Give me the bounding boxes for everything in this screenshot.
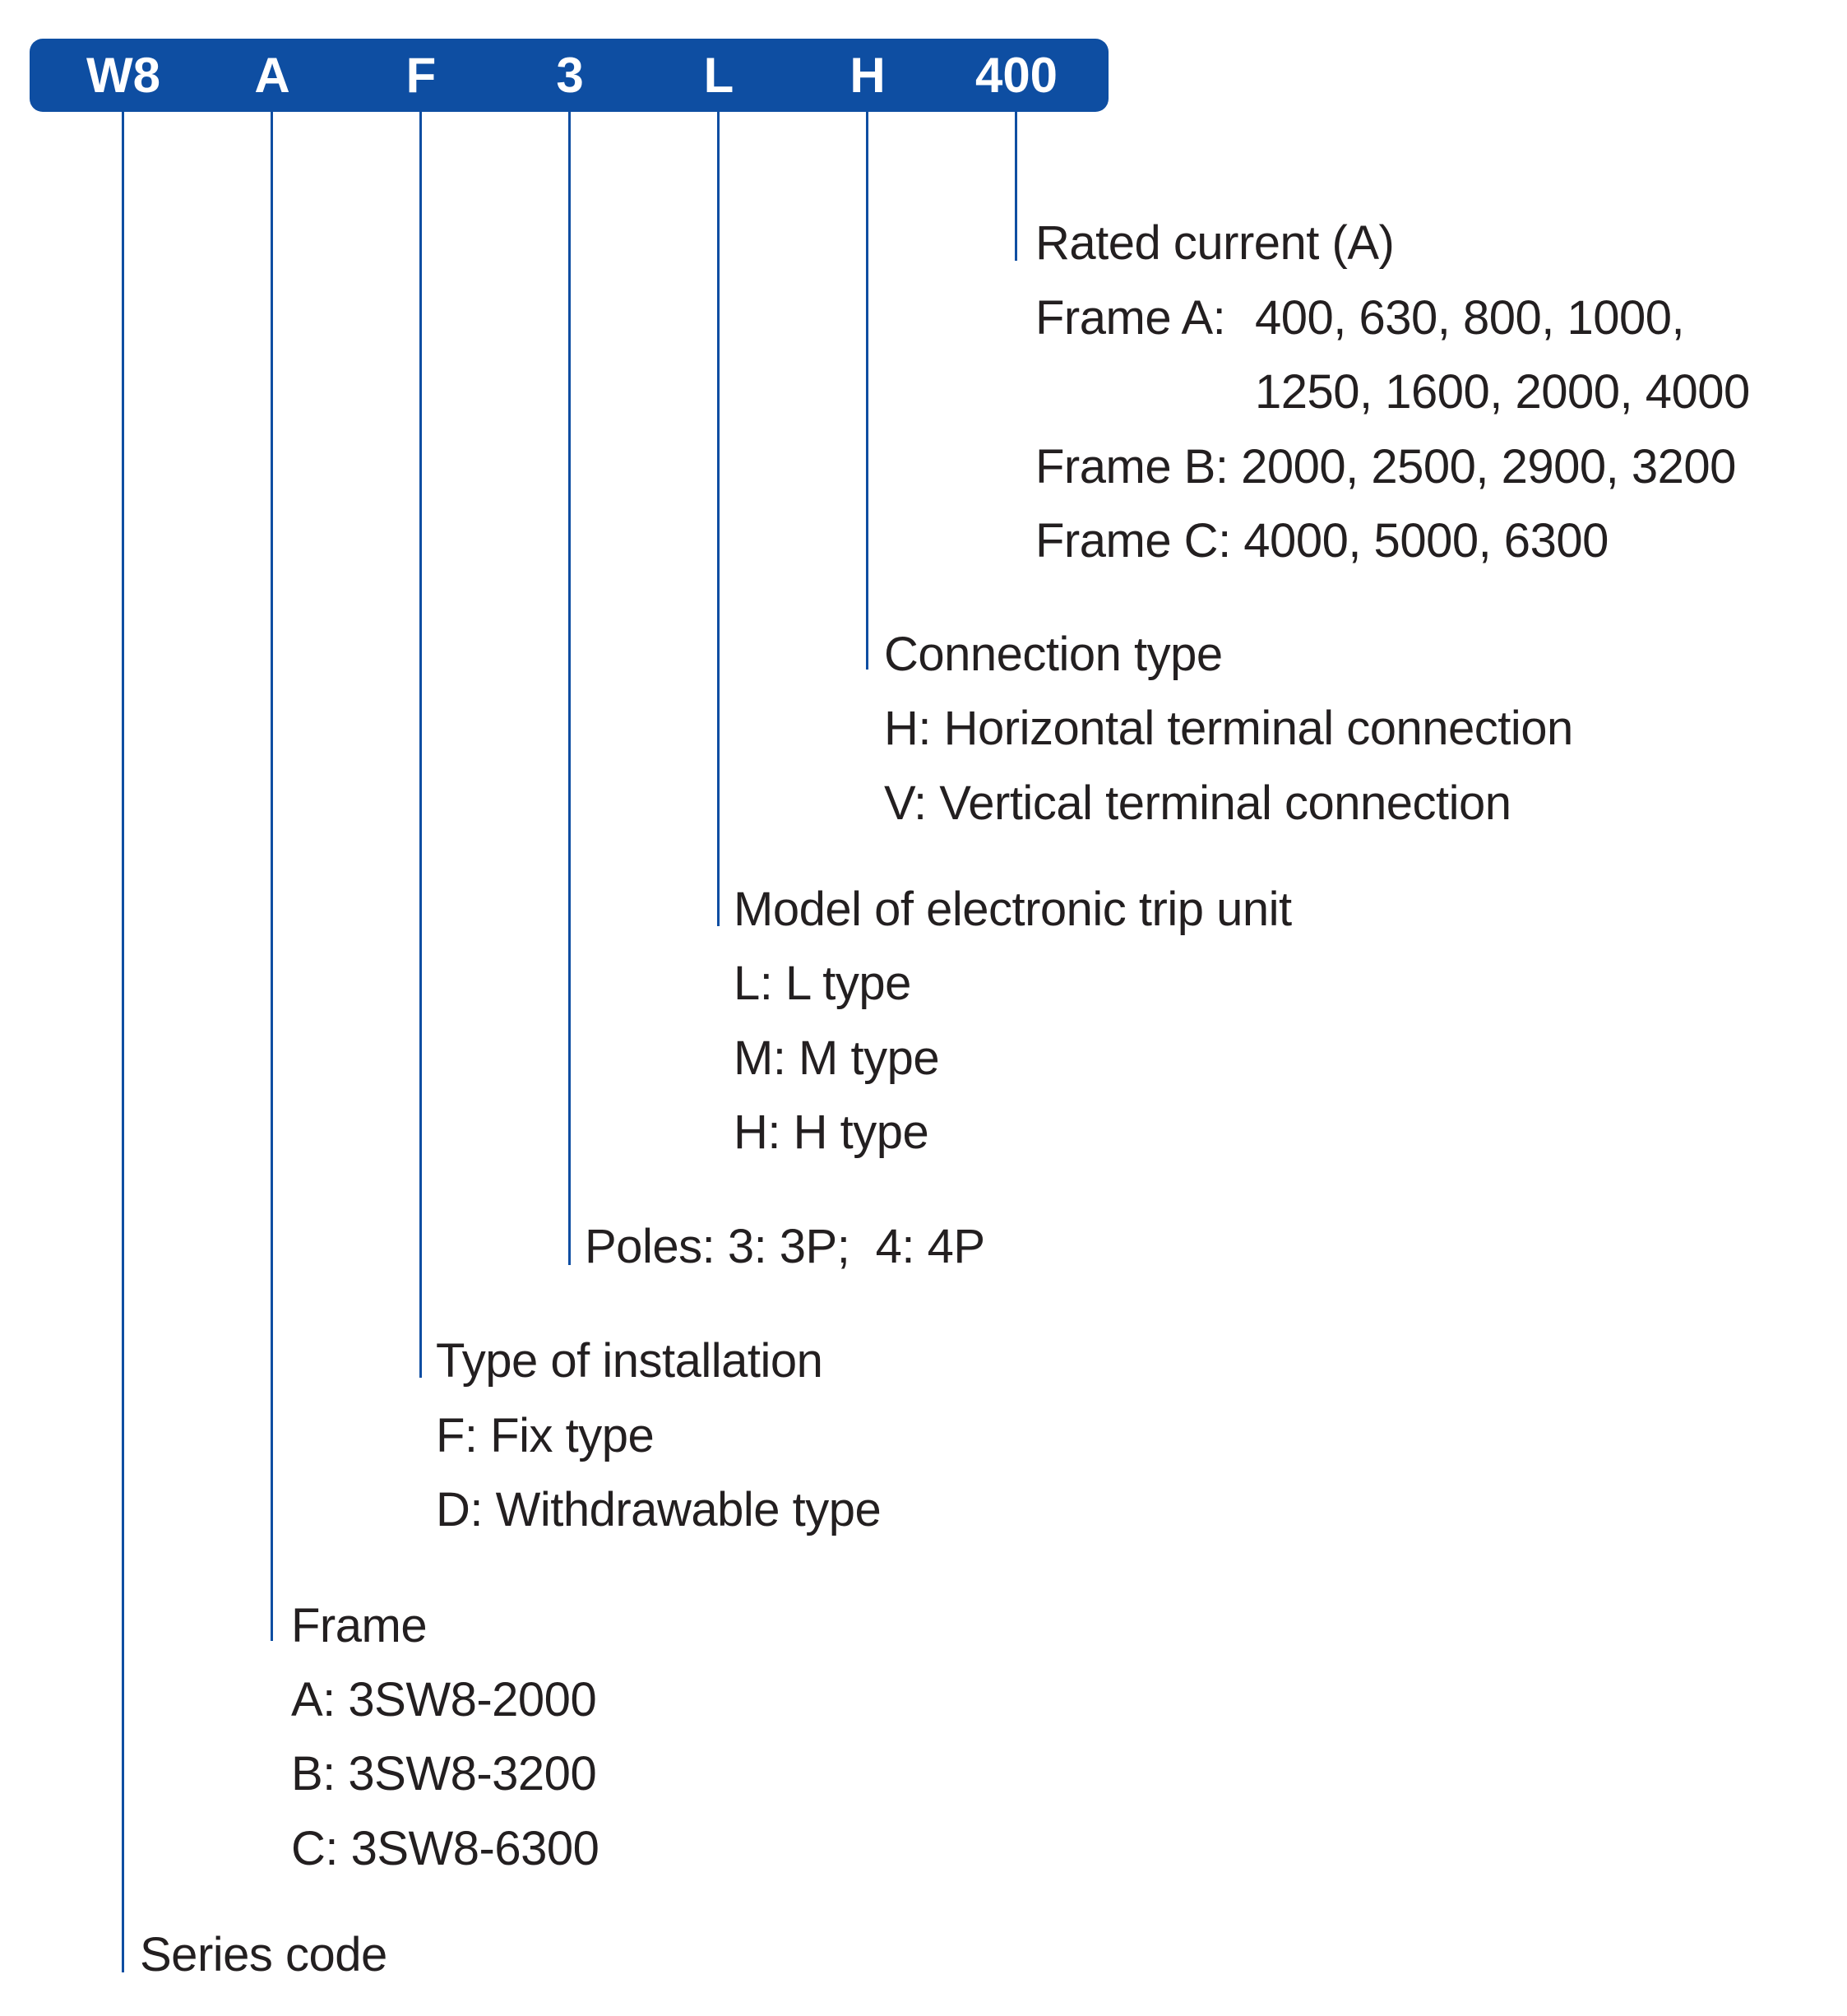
code-poles: 3 — [556, 48, 584, 103]
frame-title: Frame — [291, 1599, 428, 1652]
code-connection: H — [849, 48, 886, 103]
poles-title: Poles: 3: 3P; 4: 4P — [585, 1220, 985, 1273]
rated-current-title: Rated current (A) — [1035, 216, 1395, 270]
code-series: W8 — [86, 48, 160, 103]
leader-line-poles — [568, 112, 571, 1265]
leader-line-installation — [419, 112, 422, 1378]
rated-current-frame-a-values-cont: 1250, 1600, 2000, 4000 — [1255, 365, 1750, 419]
leader-line-rated-current — [1015, 112, 1017, 261]
installation-option: F: Fix type — [436, 1409, 655, 1462]
model-code-bar — [30, 39, 1109, 112]
frame-option: C: 3SW8-6300 — [291, 1822, 599, 1875]
code-frame: A — [254, 48, 290, 103]
trip-unit-option: L: L type — [734, 957, 911, 1010]
installation-option: D: Withdrawable type — [436, 1483, 882, 1536]
connection-type-option: H: Horizontal terminal connection — [884, 702, 1573, 755]
rated-current-frame-a-label: Frame A: — [1035, 291, 1226, 345]
leader-line-series — [122, 112, 124, 1972]
connection-type-title: Connection type — [884, 628, 1223, 681]
trip-unit-option: M: M type — [734, 1031, 940, 1085]
leader-line-trip-unit — [717, 112, 720, 926]
series-code-title: Series code — [140, 1928, 387, 1981]
rated-current-frame-a-values: 400, 630, 800, 1000, — [1255, 291, 1685, 345]
frame-option: A: 3SW8-2000 — [291, 1673, 597, 1726]
code-installation: F — [405, 48, 437, 103]
installation-title: Type of installation — [436, 1334, 823, 1388]
code-rated-current: 400 — [974, 48, 1058, 103]
frame-option: B: 3SW8-3200 — [291, 1747, 597, 1800]
trip-unit-option: H: H type — [734, 1105, 929, 1159]
connection-type-option: V: Vertical terminal connection — [884, 776, 1511, 830]
leader-line-connection — [866, 112, 868, 670]
trip-unit-title: Model of electronic trip unit — [734, 883, 1292, 936]
code-trip-unit: L — [703, 48, 734, 103]
rated-current-frame-b: Frame B: 2000, 2500, 2900, 3200 — [1035, 440, 1736, 494]
leader-line-frame — [271, 112, 273, 1641]
rated-current-frame-c: Frame C: 4000, 5000, 6300 — [1035, 514, 1609, 568]
